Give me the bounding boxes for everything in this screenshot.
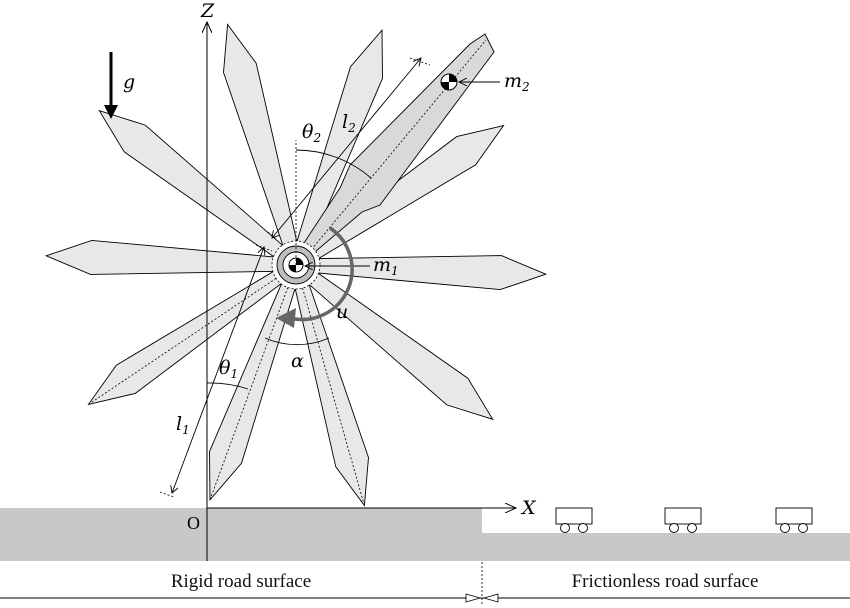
- x-axis-label: X: [520, 497, 537, 519]
- z-axis-label: Z: [200, 0, 215, 22]
- l2-dimension: [267, 58, 431, 240]
- frictionless-road-caption: Frictionless road surface: [572, 571, 759, 592]
- cart-icon: [664, 507, 702, 533]
- m1-center-of-mass-icon: [288, 257, 304, 273]
- frictionless-road-block: [482, 533, 850, 561]
- spoke-centerline: [295, 264, 365, 506]
- frictionless-carts: [555, 507, 813, 533]
- cart-icon: [775, 507, 813, 533]
- l2-label: l2: [342, 111, 356, 135]
- l1-dimension: [159, 244, 273, 498]
- m2-label: m2: [504, 70, 530, 94]
- alpha-arc: [264, 337, 330, 346]
- torque-arrow-icon: [276, 226, 354, 328]
- origin-label: O: [187, 513, 200, 533]
- theta1-label: θ1: [219, 357, 238, 381]
- m1-label: m1: [373, 254, 399, 278]
- road-split-marker: [0, 562, 850, 604]
- gravity-label: g: [123, 71, 135, 93]
- rigid-road-caption: Rigid road surface: [171, 571, 311, 592]
- rigid-road-block: [0, 508, 482, 561]
- alpha-label: α: [291, 350, 304, 372]
- l1-label: l1: [176, 413, 190, 437]
- torque-label: u: [336, 301, 348, 323]
- theta2-label: θ2: [302, 121, 321, 145]
- m2-center-of-mass-icon: [440, 73, 458, 91]
- cart-icon: [555, 507, 593, 533]
